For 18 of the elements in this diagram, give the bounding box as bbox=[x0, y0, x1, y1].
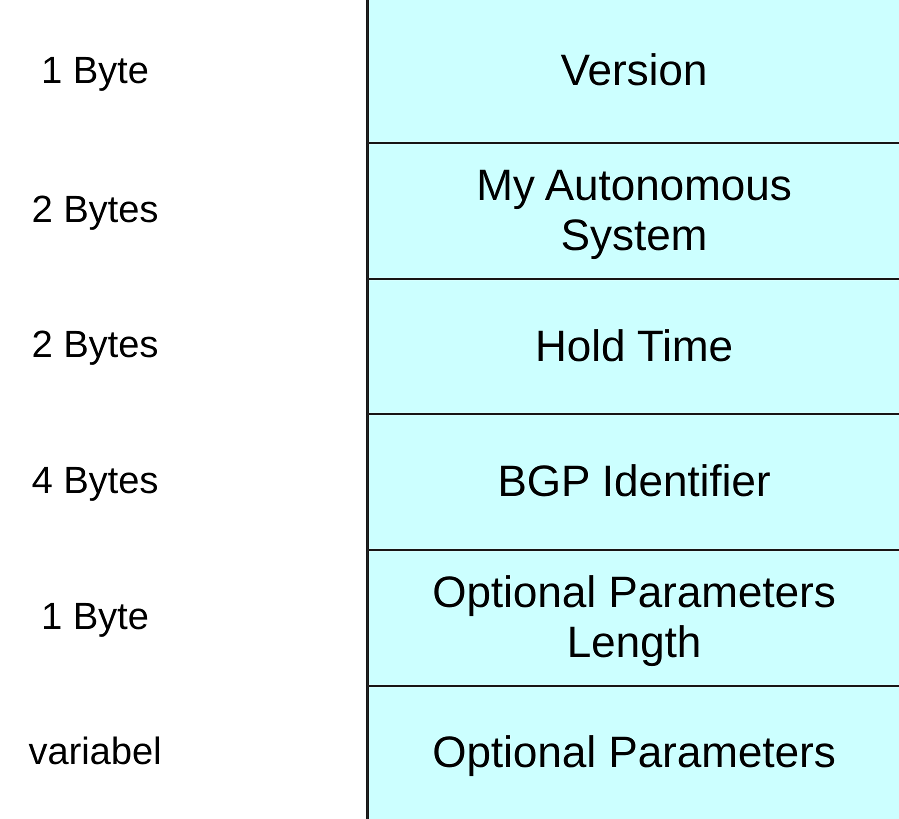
size-label: 2 Bytes bbox=[30, 324, 160, 367]
size-label: 4 Bytes bbox=[30, 460, 160, 502]
field-name: Version bbox=[560, 46, 708, 96]
field-name: Optional Parameters Length bbox=[431, 568, 837, 668]
size-label: 2 Bytes bbox=[30, 188, 160, 232]
field-name: Hold Time bbox=[534, 322, 734, 372]
field-box bbox=[366, 278, 899, 413]
field-box bbox=[366, 413, 899, 549]
field-box bbox=[366, 685, 899, 819]
field-name: Optional Parameters bbox=[432, 728, 836, 778]
field-box bbox=[366, 549, 899, 685]
field-box bbox=[366, 142, 899, 278]
field-name: BGP Identifier bbox=[497, 457, 771, 507]
size-label: 1 Byte bbox=[40, 50, 150, 92]
field-box bbox=[366, 0, 899, 142]
size-label: variabel bbox=[27, 730, 163, 774]
field-name: My Autonomous System bbox=[475, 161, 793, 261]
size-label: 1 Byte bbox=[40, 596, 150, 638]
